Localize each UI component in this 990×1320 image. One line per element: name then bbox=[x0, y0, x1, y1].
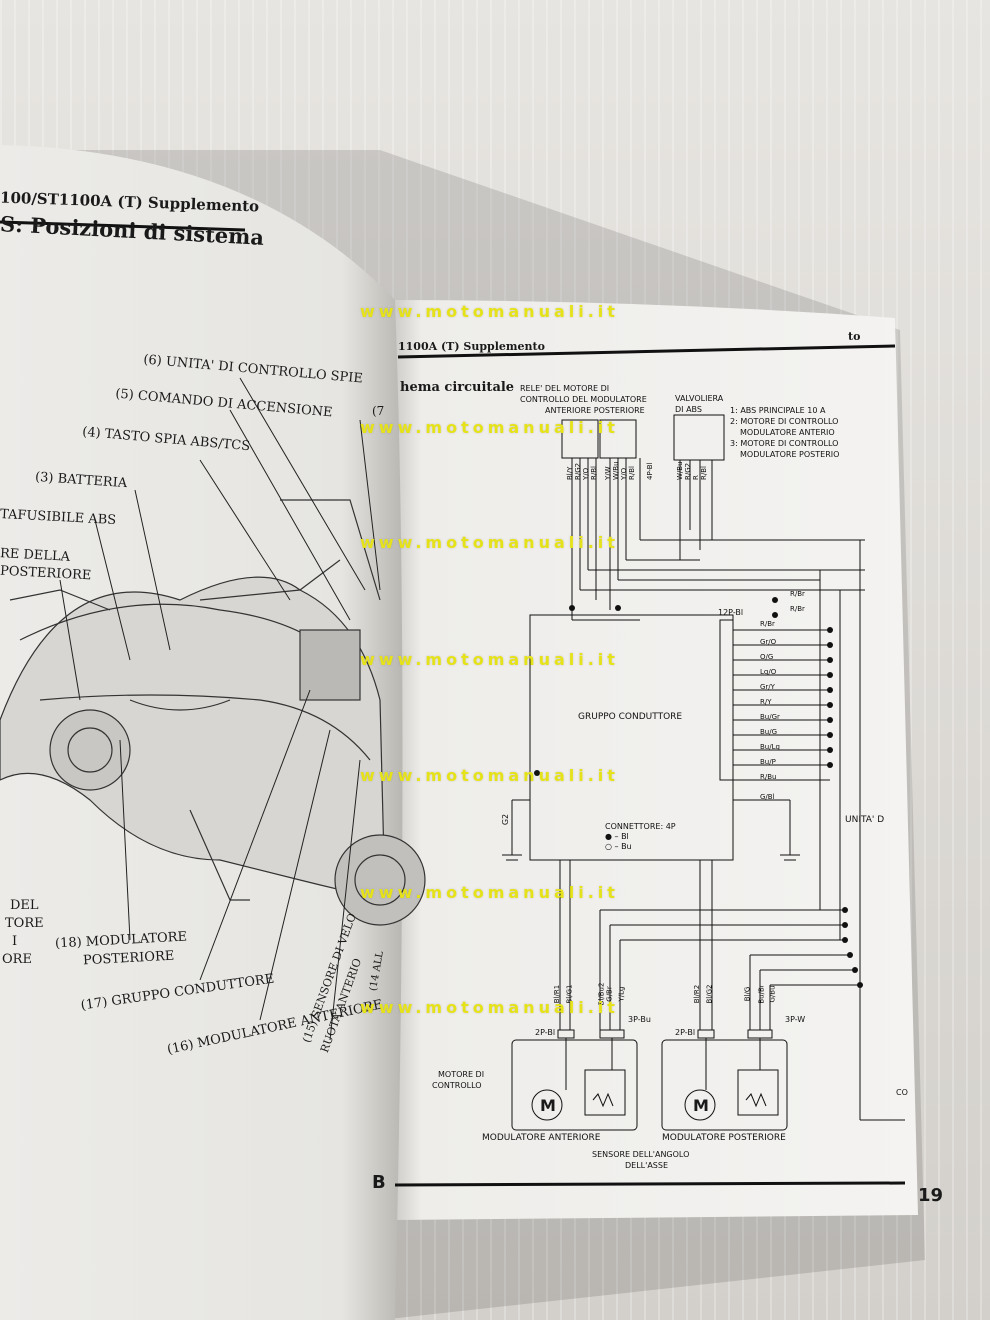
right-page bbox=[390, 300, 918, 1220]
mod-front-label: MODULATORE ANTERIORE bbox=[482, 1133, 601, 1143]
top-wire-label: R/G2 bbox=[574, 462, 582, 480]
conn-2p-right: 2P-Bl bbox=[675, 1028, 696, 1037]
right-wire-label: R/Bu bbox=[760, 773, 777, 781]
motor-symbol-rear: M bbox=[693, 1096, 709, 1115]
right-wire-label: Bu/G bbox=[760, 728, 778, 736]
wiring-diagram bbox=[502, 414, 905, 1131]
right-wire-label: Bu/Lg bbox=[760, 743, 780, 751]
callout-del-1: DEL bbox=[10, 898, 39, 913]
top-wire-label: Y/O bbox=[620, 467, 628, 480]
co-label: CO bbox=[896, 1088, 908, 1097]
top-wire-label: W/Bu bbox=[676, 461, 684, 480]
right-wire-label: O/G bbox=[760, 653, 774, 661]
top-wire-label: R bbox=[692, 475, 700, 480]
top-wire-label: 4P-Bl bbox=[646, 462, 654, 480]
connector-bu: ○ – Bu bbox=[605, 842, 632, 851]
right-section-title: hema circuitale bbox=[400, 380, 515, 395]
callout-del-2: TORE bbox=[5, 916, 44, 931]
wire-gbu: G/Bu bbox=[768, 985, 777, 1003]
conn-2p-left: 2P-Bl bbox=[535, 1028, 556, 1037]
legend-3: 3: MOTORE DI CONTROLLO bbox=[730, 439, 839, 448]
top-wire-label: R/G2 bbox=[684, 462, 692, 480]
wire-bubr: Bu/Br bbox=[757, 984, 766, 1004]
motor-label-1: MOTORE DI bbox=[438, 1070, 485, 1079]
right-wire-label: Gr/O bbox=[760, 638, 777, 646]
mod-rear-label: MODULATORE POSTERIORE bbox=[662, 1133, 786, 1143]
left-footer-letter: B bbox=[372, 1172, 386, 1193]
legend-3b: MODULATORE POSTERIO bbox=[740, 450, 840, 459]
sensor-label-2: DELL'ASSE bbox=[625, 1161, 669, 1170]
right-wire-label: G/Bl bbox=[760, 793, 775, 801]
watermark-1: www.motomanuali.it bbox=[360, 302, 619, 321]
valve-label-1: VALVOLIERA bbox=[675, 394, 724, 403]
watermark-6: www.motomanuali.it bbox=[360, 883, 619, 902]
right-wire-label: Bu/Gr bbox=[760, 713, 780, 721]
valve-label-2: DI ABS bbox=[675, 405, 702, 414]
wire-blg: Bl/G bbox=[743, 986, 752, 1002]
callout-7: (7 bbox=[372, 404, 385, 418]
connector-12p: 12P-Bl bbox=[718, 608, 744, 617]
right-wire-label: R/Y bbox=[760, 698, 772, 706]
connector-note: CONNETTORE: 4P bbox=[605, 822, 676, 831]
top-wire-label: R/Bl bbox=[700, 466, 708, 480]
legend-2: 2: MOTORE DI CONTROLLO bbox=[730, 417, 839, 426]
watermark-2: www.motomanuali.it bbox=[360, 418, 619, 437]
motor-label-2: CONTROLLO bbox=[432, 1081, 482, 1090]
watermark-4: www.motomanuali.it bbox=[360, 650, 619, 669]
callout-del-4: ORE bbox=[2, 952, 32, 967]
page-number: 19 bbox=[918, 1185, 944, 1206]
ground-label: G2 bbox=[501, 813, 511, 826]
legend-1: 1: ABS PRINCIPALE 10 A bbox=[730, 406, 826, 415]
watermark-5: www.motomanuali.it bbox=[360, 766, 619, 785]
callout-del-3: I bbox=[12, 934, 18, 949]
right-header: 1100A (T) Supplemento bbox=[398, 340, 545, 353]
wire-blr2: Bl/R2 bbox=[693, 984, 702, 1004]
motor-symbol-front: M bbox=[540, 1096, 556, 1115]
conn-3p-w: 3P-W bbox=[785, 1015, 806, 1024]
top-wire-label: R/Bl bbox=[628, 466, 636, 480]
conn-3p-bu: 3P-Bu bbox=[628, 1015, 651, 1024]
connector-dots bbox=[534, 597, 863, 988]
connector-bl: ● – Bl bbox=[605, 832, 629, 841]
relay-label-2: CONTROLLO DEL MODULATORE bbox=[520, 395, 647, 404]
watermark-7: www.motomanuali.it bbox=[360, 998, 619, 1017]
top-wire-label: W/Bu bbox=[612, 461, 620, 480]
top-wire-label: Y/O bbox=[582, 467, 590, 480]
relay-label-1: RELE' DEL MOTORE DI bbox=[520, 384, 610, 393]
relay-label-3: ANTERIORE POSTERIORE bbox=[545, 406, 645, 415]
top-wire-label: Bl/Y bbox=[566, 466, 574, 480]
gruppo-conduttore-label: GRUPPO CONDUTTORE bbox=[578, 712, 683, 722]
motorcycle-illustration bbox=[0, 499, 426, 926]
right-wire-label: R/Br bbox=[790, 605, 805, 613]
top-wire-label: R/Bl bbox=[590, 466, 598, 480]
watermark-3: www.motomanuali.it bbox=[360, 533, 619, 552]
right-wire-label: Bu/P bbox=[760, 758, 776, 766]
right-wire-label: R/Br bbox=[790, 590, 805, 598]
legend-2b: MODULATORE ANTERIO bbox=[740, 428, 835, 437]
unit-right-label: UNITA' D bbox=[845, 815, 885, 825]
sensor-label-1: SENSORE DELL'ANGOLO bbox=[592, 1150, 690, 1159]
right-wire-label: R/Br bbox=[760, 620, 775, 628]
right-wire-label: Gr/Y bbox=[760, 683, 775, 691]
right-wire-label: Lg/O bbox=[760, 668, 777, 676]
right-header-right: to bbox=[848, 330, 861, 343]
top-wire-label: Y/W bbox=[604, 466, 612, 480]
wire-blg2: Bl/G2 bbox=[705, 984, 714, 1004]
